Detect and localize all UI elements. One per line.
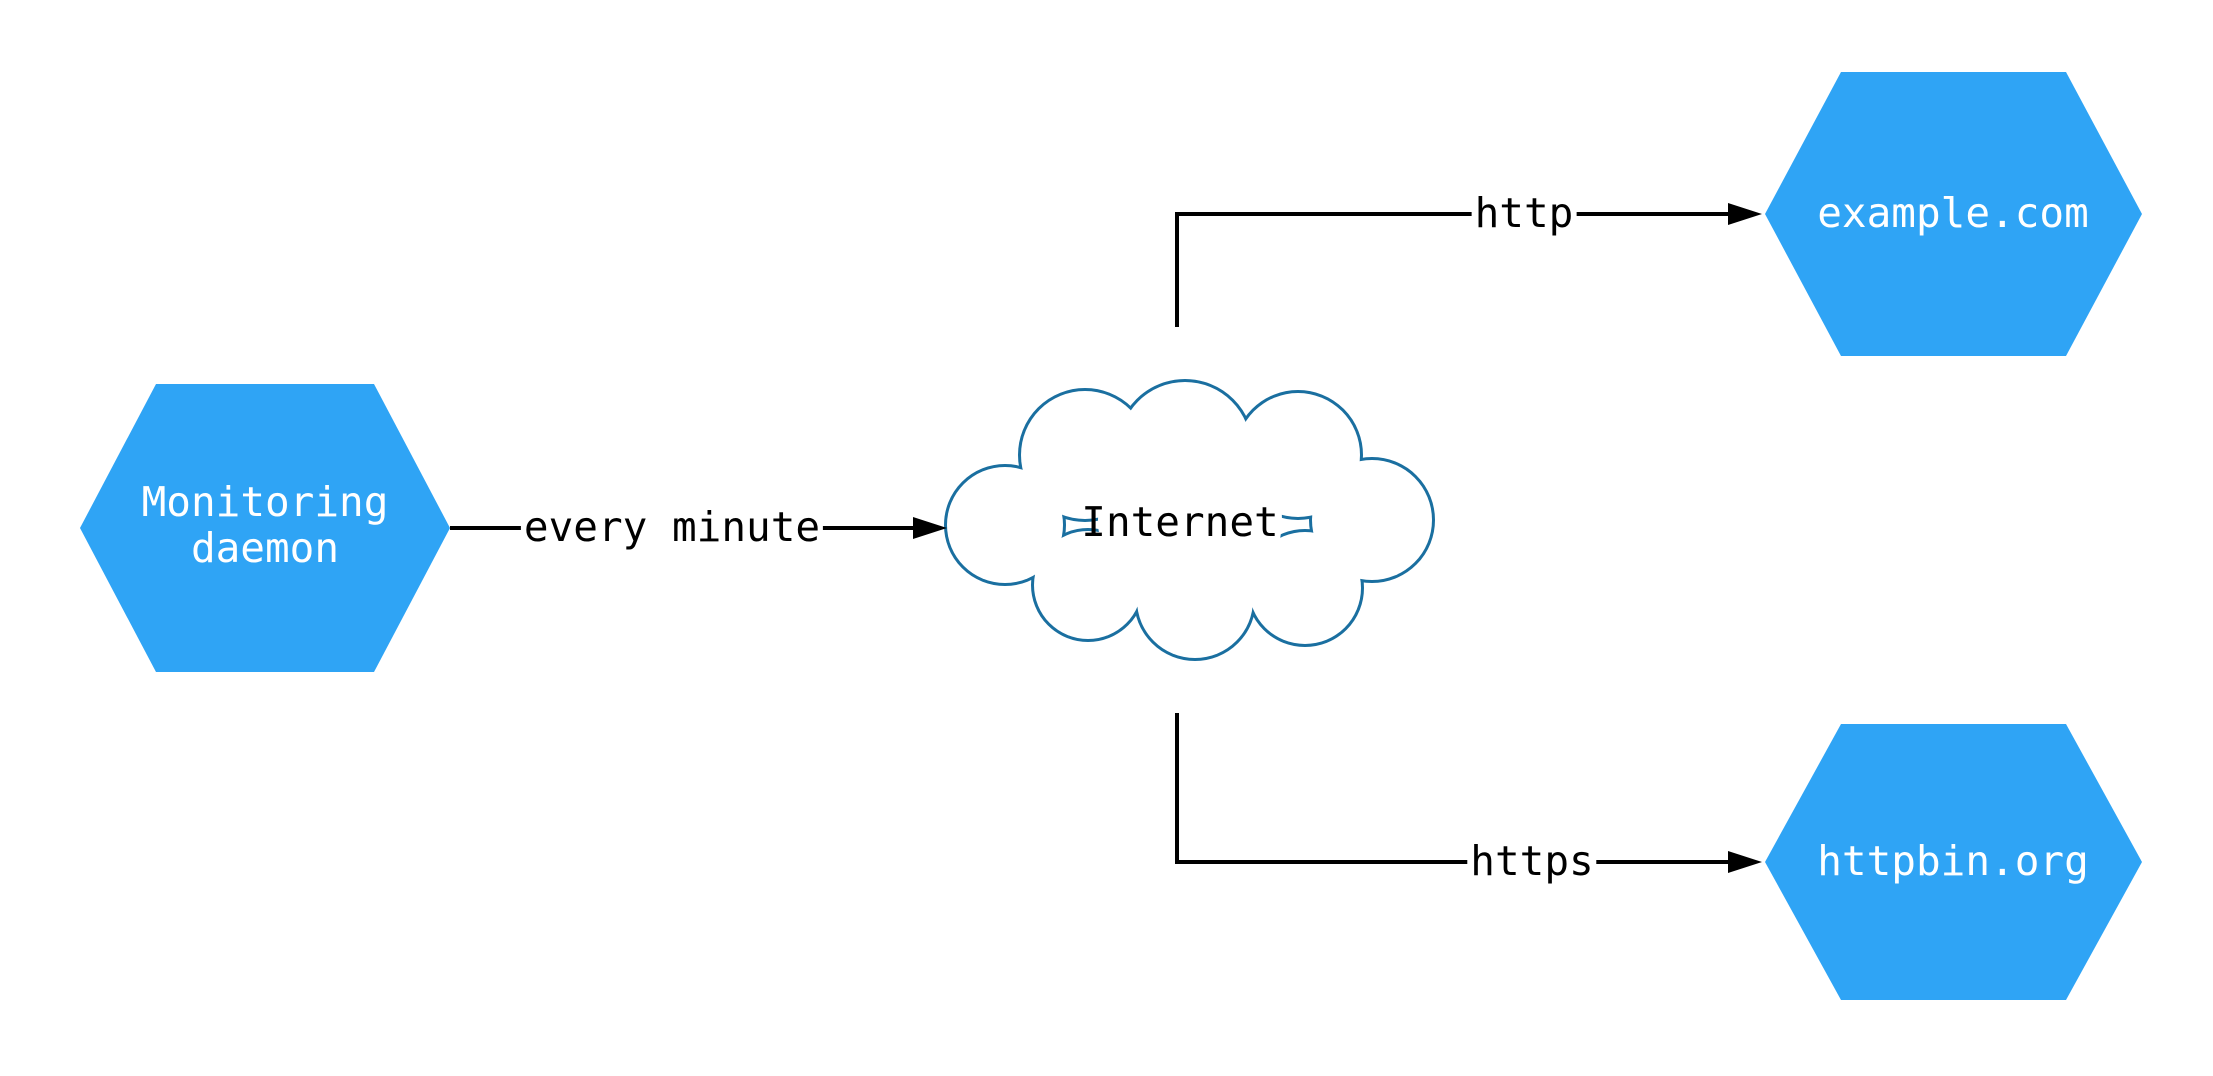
node-label-monitoring-daemon: Monitoring daemon	[141, 478, 389, 572]
edge-https-line	[1175, 713, 1730, 864]
hexagon-monitoring-daemon	[80, 384, 450, 672]
node-label-example-com: example.com	[1817, 189, 2089, 238]
arrowhead-every-minute	[913, 517, 947, 539]
edge-http-line	[1175, 212, 1730, 327]
arrowhead-http	[1728, 203, 1762, 225]
edge-label-http: http	[1471, 190, 1577, 237]
edge-label-https: https	[1467, 838, 1597, 885]
hexagon-example-com	[1765, 72, 2142, 356]
hexagon-httpbin-org	[1765, 724, 2142, 1000]
internet-cloud-shape	[944, 379, 1435, 661]
edge-label-every-minute: every minute	[520, 504, 824, 551]
arrowhead-https	[1728, 851, 1762, 873]
node-label-internet: Internet	[1081, 498, 1279, 547]
node-label-httpbin-org: httpbin.org	[1817, 837, 2089, 886]
